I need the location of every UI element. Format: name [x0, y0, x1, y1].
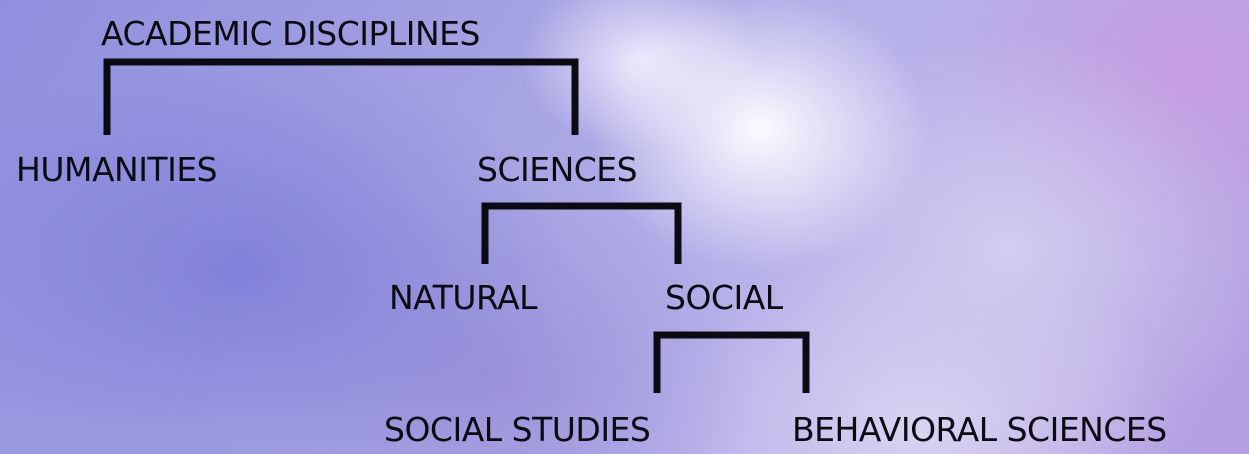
node-behavioral-sciences: BEHAVIORAL SCIENCES	[792, 410, 1167, 449]
bracket-social-to-studies-behavioral	[653, 331, 810, 393]
node-humanities: HUMANITIES	[16, 150, 218, 189]
bracket-root-to-humanities-sciences	[103, 58, 579, 135]
node-academic-disciplines: ACADEMIC DISCIPLINES	[101, 14, 480, 53]
node-social: SOCIAL	[665, 278, 783, 317]
node-social-studies: SOCIAL STUDIES	[384, 410, 651, 449]
bracket-sciences-to-natural-social	[481, 202, 682, 264]
node-sciences: SCIENCES	[477, 150, 638, 189]
node-natural: NATURAL	[389, 278, 538, 317]
